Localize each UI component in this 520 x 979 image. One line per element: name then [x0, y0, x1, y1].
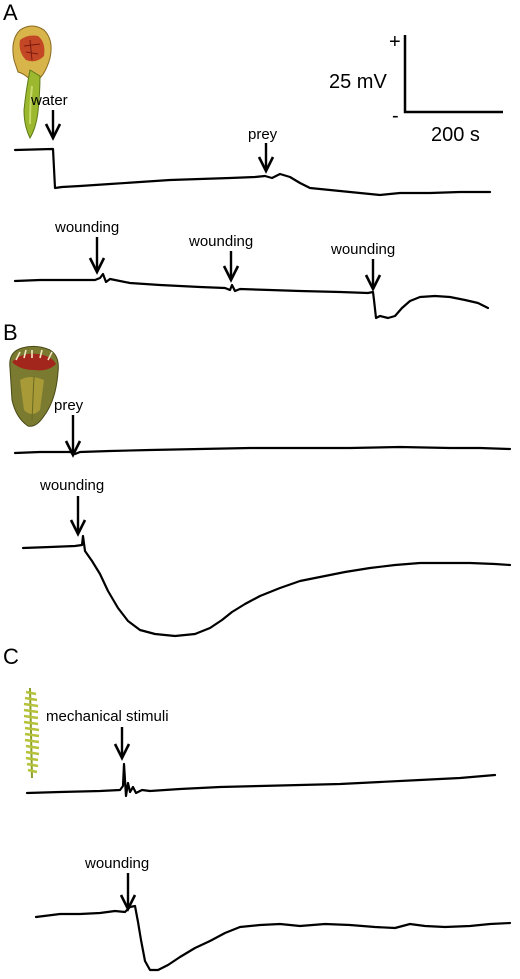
trace-a-bottom [13, 272, 490, 320]
annotation-prey: prey [248, 126, 278, 143]
panel-c: C mechanical stimuli wounding [3, 644, 512, 972]
panel-b: B prey wounding [3, 320, 512, 638]
annotation-wounding-b: wounding [39, 477, 104, 494]
annotation-wounding-a2: wounding [188, 233, 253, 250]
arrow-wounding-a1 [88, 237, 106, 275]
arrow-wounding-a2 [222, 251, 240, 283]
scale-bar-plus: + [389, 31, 401, 53]
sarracenia-pitcher-icon [12, 25, 52, 140]
panel-label-c: C [3, 644, 19, 669]
annotation-prey-b: prey [54, 397, 84, 414]
trace-b-top [13, 445, 512, 456]
panel-label-a: A [3, 0, 18, 25]
trace-c-top [25, 762, 497, 798]
scale-bar-minus: - [392, 105, 399, 127]
arrow-water [44, 110, 62, 141]
annotation-mechanical-stimuli: mechanical stimuli [46, 708, 169, 725]
fern-frond-icon [23, 687, 40, 779]
scale-bar-voltage-label: 25 mV [329, 71, 387, 93]
arrow-wounding-c [119, 873, 137, 912]
trace-c-bottom [34, 904, 512, 972]
arrow-prey [257, 143, 275, 174]
annotation-wounding-a3: wounding [330, 241, 395, 258]
scale-bar-lines [403, 35, 503, 114]
arrow-wounding-b [69, 496, 87, 537]
scale-bar-time-label: 200 s [431, 124, 480, 146]
pitcher-plant-icon [9, 345, 59, 427]
trace-b-bottom [21, 534, 512, 638]
trace-a-top [13, 147, 492, 197]
annotation-water: water [30, 92, 68, 109]
arrow-prey-b [64, 415, 82, 458]
panel-a: A water prey wounding wounding [3, 0, 492, 320]
annotation-wounding-c: wounding [84, 855, 149, 872]
annotation-wounding-a1: wounding [54, 219, 119, 236]
scale-bar: + 25 mV - 200 s [329, 31, 503, 146]
arrow-wounding-a3 [364, 259, 382, 292]
arrow-mechanical-stimuli [113, 727, 131, 761]
panel-label-b: B [3, 320, 18, 345]
